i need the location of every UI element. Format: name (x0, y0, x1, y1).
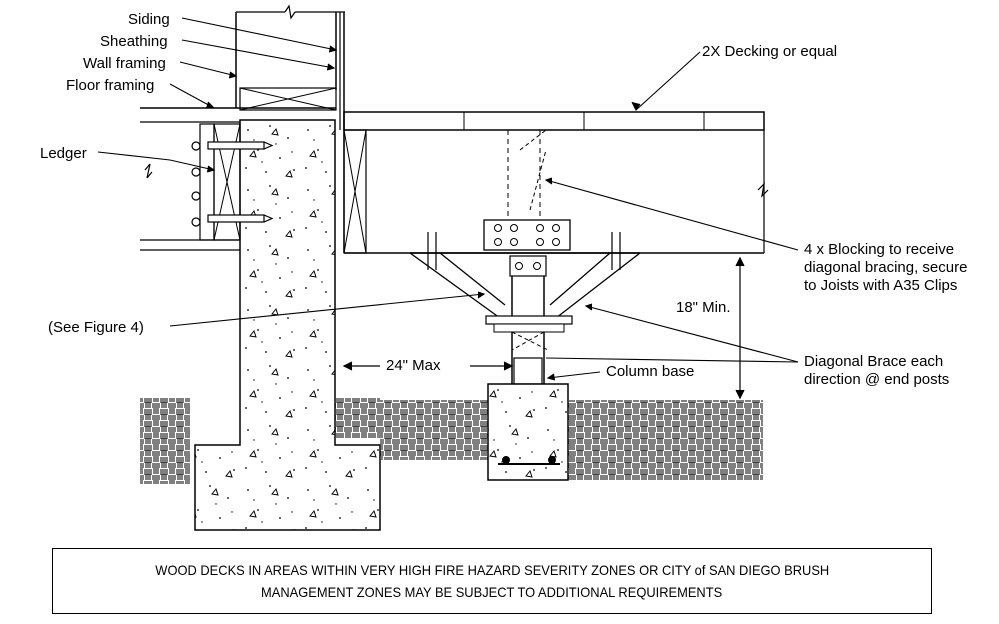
ledger-label: Ledger (40, 145, 87, 162)
leader-lines (97, 17, 799, 381)
brace-label-line1: Diagonal Brace each (804, 353, 943, 370)
brace-label-line2: direction @ end posts (804, 371, 949, 388)
dimension-lines (342, 256, 745, 400)
deck-structure (343, 111, 769, 481)
note-line-2: MANAGEMENT ZONES MAY BE SUBJECT TO ADDIT… (261, 584, 723, 600)
fire-hazard-note: WOOD DECKS IN AREAS WITHIN VERY HIGH FIR… (52, 548, 932, 614)
decking-label: 2X Decking or equal (702, 43, 837, 60)
column-base-label: Column base (606, 363, 694, 380)
house-wall (140, 4, 345, 251)
foundation (194, 119, 381, 531)
wall-framing-label: Wall framing (83, 55, 166, 72)
blocking-label-line3: to Joists with A35 Clips (804, 277, 957, 294)
sheathing-label: Sheathing (100, 33, 168, 50)
blocking-label-line1: 4 x Blocking to receive (804, 241, 954, 258)
see-figure-label: (See Figure 4) (48, 319, 144, 336)
ground-hatch (140, 398, 763, 484)
max-offset-label: 24" Max (386, 357, 441, 374)
note-line-1: WOOD DECKS IN AREAS WITHIN VERY HIGH FIR… (155, 562, 829, 578)
siding-label: Siding (128, 11, 170, 28)
min-height-label: 18" Min. (676, 299, 731, 316)
blocking-label-line2: diagonal bracing, secure (804, 259, 967, 276)
floor-framing-label: Floor framing (66, 77, 154, 94)
